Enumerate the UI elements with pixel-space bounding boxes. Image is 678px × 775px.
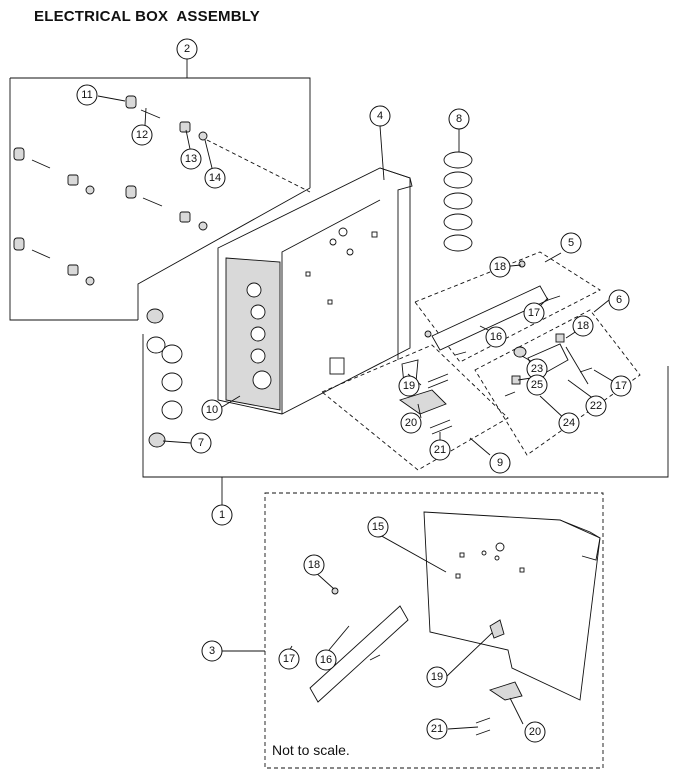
callout-18: 18 [489, 256, 511, 278]
svg-text:13: 13 [185, 153, 197, 165]
callouts: 1 2 3 4 5 6 7 8 9 10 11 12 13 14 15 16 1… [76, 38, 632, 743]
callout-12: 12 [131, 124, 153, 146]
callout-20: 20 [400, 412, 422, 434]
svg-text:19: 19 [403, 380, 415, 392]
svg-text:9: 9 [497, 457, 503, 469]
callout-8: 8 [448, 108, 470, 130]
svg-text:21: 21 [434, 444, 446, 456]
svg-text:17: 17 [283, 653, 295, 665]
svg-text:18: 18 [308, 559, 320, 571]
svg-text:17: 17 [615, 380, 627, 392]
callout-16b: 16 [315, 649, 337, 671]
svg-text:1: 1 [219, 509, 225, 521]
svg-text:21: 21 [431, 723, 443, 735]
callout-18b: 18 [572, 315, 594, 337]
svg-text:19: 19 [431, 671, 443, 683]
svg-text:7: 7 [198, 437, 204, 449]
svg-text:5: 5 [568, 237, 574, 249]
svg-text:3: 3 [209, 645, 215, 657]
electrical-box [217, 167, 413, 415]
callout-9: 9 [489, 452, 511, 474]
callout-3: 3 [201, 640, 223, 662]
svg-text:14: 14 [209, 172, 221, 184]
diagram-title: ELECTRICAL BOX ASSEMBLY [34, 8, 260, 25]
svg-text:4: 4 [377, 110, 383, 122]
svg-text:20: 20 [529, 726, 541, 738]
fastener-set [13, 95, 208, 286]
callout-18c: 18 [303, 554, 325, 576]
callout-24: 24 [558, 412, 580, 434]
svg-text:23: 23 [531, 363, 543, 375]
svg-text:10: 10 [206, 404, 218, 416]
svg-text:6: 6 [616, 294, 622, 306]
callout-5: 5 [560, 232, 582, 254]
plug-set [146, 308, 183, 448]
callout-13: 13 [180, 148, 202, 170]
callout-6: 6 [608, 289, 630, 311]
callout-17b: 17 [610, 375, 632, 397]
svg-text:18: 18 [494, 261, 506, 273]
callout-19: 19 [398, 375, 420, 397]
callout-11: 11 [76, 84, 98, 106]
svg-text:15: 15 [372, 521, 384, 533]
svg-text:20: 20 [405, 417, 417, 429]
callout-16: 16 [485, 326, 507, 348]
callout-17c: 17 [278, 648, 300, 670]
svg-text:12: 12 [136, 129, 148, 141]
callout-14: 14 [204, 167, 226, 189]
svg-text:18: 18 [577, 320, 589, 332]
callout-10: 10 [201, 399, 223, 421]
callout-2: 2 [176, 38, 198, 60]
svg-text:25: 25 [531, 379, 543, 391]
callout-17: 17 [523, 302, 545, 324]
callout-21: 21 [429, 439, 451, 461]
callout-19b: 19 [426, 666, 448, 688]
svg-text:16: 16 [320, 654, 332, 666]
group-5-handle [414, 251, 601, 363]
callout-22: 22 [585, 395, 607, 417]
callout-23: 23 [526, 358, 548, 380]
scale-note: Not to scale. [272, 742, 350, 758]
grommet-stack [443, 151, 473, 252]
svg-text:22: 22 [590, 400, 602, 412]
callout-15: 15 [367, 516, 389, 538]
callout-7: 7 [190, 432, 212, 454]
group-frames [9, 59, 669, 769]
svg-text:8: 8 [456, 113, 462, 125]
callout-20b: 20 [524, 721, 546, 743]
svg-text:2: 2 [184, 43, 190, 55]
svg-text:11: 11 [81, 89, 92, 101]
callout-25: 25 [526, 374, 548, 396]
callout-4: 4 [369, 105, 391, 127]
detail-plate-assembly [283, 511, 601, 736]
svg-text:17: 17 [528, 307, 540, 319]
svg-text:24: 24 [563, 417, 575, 429]
callout-21b: 21 [426, 718, 448, 740]
callout-1: 1 [211, 504, 233, 526]
svg-text:16: 16 [490, 331, 502, 343]
